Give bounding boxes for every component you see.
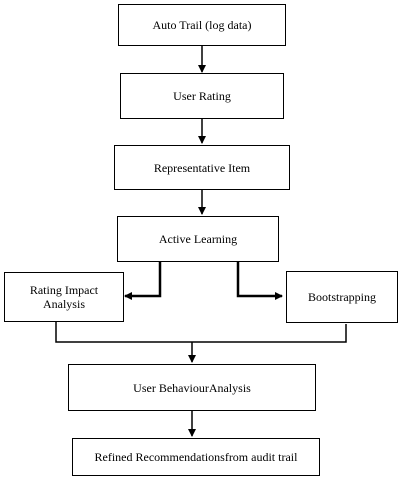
node-active-learning: Active Learning — [117, 216, 279, 262]
node-auto-trail-label: Auto Trail (log data) — [152, 18, 252, 32]
node-rating-impact-label: Rating Impact Analysis — [29, 283, 99, 311]
node-user-rating-label: User Rating — [173, 89, 231, 103]
node-active-learning-label: Active Learning — [158, 232, 238, 246]
node-rating-impact-analysis: Rating Impact Analysis — [4, 272, 124, 322]
node-user-rating: User Rating — [120, 73, 284, 119]
node-bootstrapping: Bootstrapping — [286, 271, 398, 323]
node-representative-item: Representative Item — [114, 145, 290, 190]
node-refined-recommendations: Refined Recommendationsfrom audit trail — [72, 438, 320, 476]
arrow-activelearning-to-ratingimpact — [124, 262, 162, 300]
merge-line — [55, 322, 347, 343]
arrow-activelearning-to-bootstrapping — [236, 262, 283, 300]
node-representative-item-label: Representative Item — [153, 160, 251, 175]
node-user-behaviour-label: User BehaviourAnalysis — [133, 380, 251, 395]
node-user-behaviour-analysis: User BehaviourAnalysis — [68, 364, 316, 411]
node-refined-label: Refined Recommendationsfrom audit trail — [94, 450, 298, 464]
node-auto-trail: Auto Trail (log data) — [118, 4, 286, 46]
node-bootstrapping-label: Bootstrapping — [308, 290, 376, 304]
